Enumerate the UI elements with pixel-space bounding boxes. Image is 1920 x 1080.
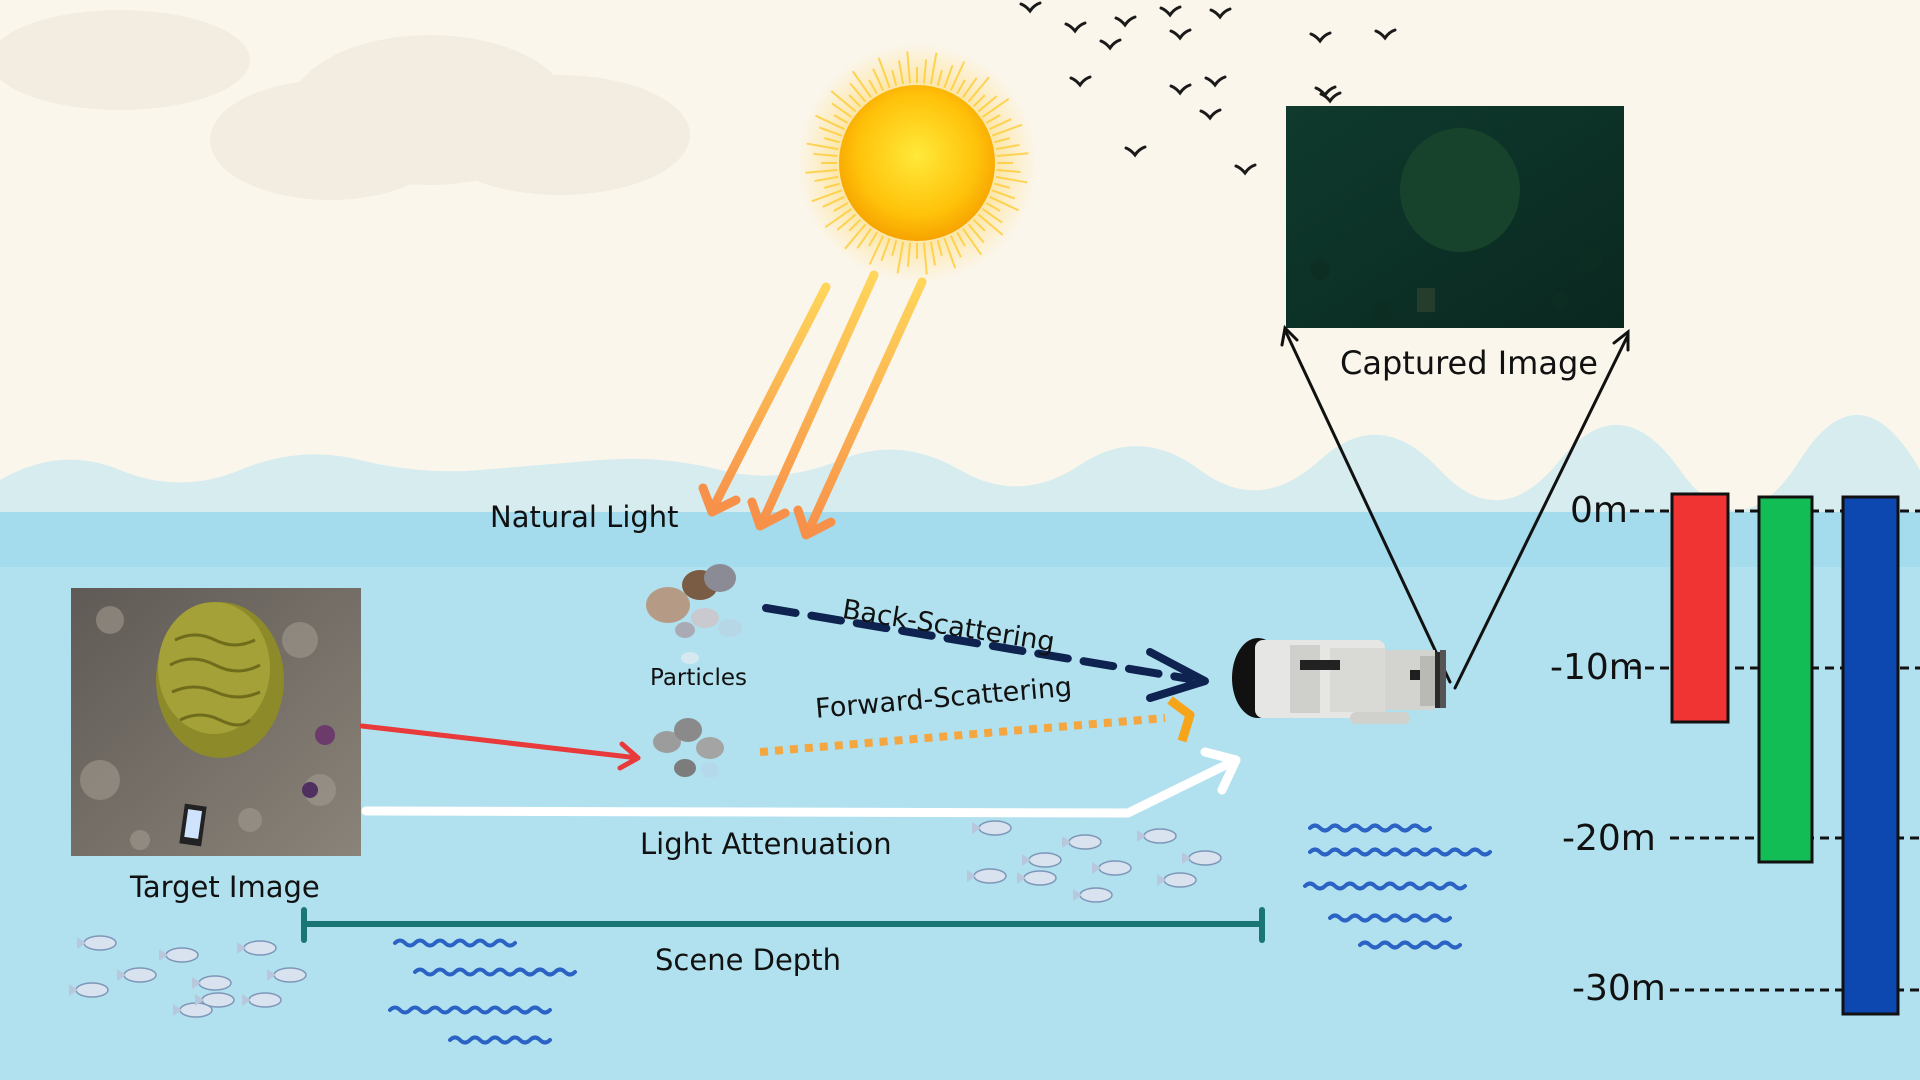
- scene-depth-bar: [301, 907, 1265, 943]
- bird-icon: [1209, 7, 1232, 20]
- captured-image-label: Captured Image: [1340, 344, 1598, 382]
- fish-icon: [1182, 850, 1222, 866]
- fish-icon: [237, 940, 277, 956]
- bird-icon: [1199, 108, 1222, 121]
- water-surface-band: [0, 512, 1920, 567]
- fish-icon: [972, 820, 1012, 836]
- fish-icon: [267, 967, 307, 983]
- sun-rays: [707, 270, 927, 537]
- scene-depth-label: Scene Depth: [655, 943, 841, 977]
- fish-icon: [69, 982, 109, 998]
- sun-icon: [797, 43, 1037, 283]
- fish-icon: [1062, 834, 1102, 850]
- camera-icon: [1232, 638, 1446, 724]
- fish-icon: [1073, 887, 1113, 903]
- fish-icon: [242, 992, 282, 1008]
- blue-channel-bar: [1841, 495, 1900, 1016]
- forward-scattering-arrow: [759, 696, 1195, 756]
- fish-icon: [159, 947, 199, 963]
- captured-image-photo: [1286, 106, 1624, 328]
- fish-icon: [173, 1002, 213, 1018]
- bird-icon: [1069, 75, 1092, 88]
- bird-icon: [1169, 83, 1192, 96]
- bird-icon: [1309, 31, 1332, 44]
- back-scattering-arrow: [762, 604, 1209, 702]
- fish-icon: [1157, 872, 1197, 888]
- bird-icon: [1204, 75, 1227, 88]
- bird-icon: [1064, 21, 1087, 34]
- light-attenuation-label: Light Attenuation: [640, 827, 892, 861]
- bird-icon: [1234, 163, 1257, 176]
- bird-icon: [1019, 1, 1042, 14]
- sun-ray-arrowheads: [698, 483, 836, 540]
- fish-school: [69, 820, 1222, 1018]
- light-attenuation-arrow: [361, 747, 1241, 818]
- particles-label: Particles: [650, 665, 747, 691]
- particles-small-icon: [653, 718, 724, 778]
- fish-icon: [195, 992, 235, 1008]
- depth-label-10m: -10m: [1550, 647, 1644, 688]
- red-channel-bar: [1670, 492, 1730, 724]
- depth-label-20m: -20m: [1562, 818, 1656, 859]
- fish-icon: [77, 935, 117, 951]
- fish-icon: [1022, 852, 1062, 868]
- fish-icon: [117, 967, 157, 983]
- fish-icon: [1137, 828, 1177, 844]
- clouds: [0, 10, 690, 200]
- bird-icon: [1319, 91, 1342, 104]
- depth-label-30m: -30m: [1572, 968, 1666, 1009]
- target-image-label: Target Image: [130, 870, 320, 904]
- wave-band: [0, 414, 1920, 520]
- fish-icon: [1017, 870, 1057, 886]
- green-channel-bar: [1757, 495, 1814, 864]
- depth-label-0m: 0m: [1570, 490, 1628, 531]
- direct-light-arrow: [359, 723, 641, 771]
- birds: [1019, 1, 1397, 176]
- bird-icon: [1114, 15, 1137, 28]
- natural-light-label: Natural Light: [490, 500, 679, 534]
- bird-icon: [1374, 28, 1397, 41]
- capture-cone: [1280, 324, 1630, 690]
- bird-icon: [1124, 145, 1147, 158]
- fish-icon: [1092, 860, 1132, 876]
- fish-icon: [192, 975, 232, 991]
- water-ripples: [388, 823, 1492, 1045]
- particles-icon: [646, 564, 742, 664]
- bird-icon: [1099, 38, 1122, 51]
- bird-icon: [1159, 5, 1182, 18]
- fish-icon: [967, 868, 1007, 884]
- bird-icon: [1169, 28, 1192, 41]
- target-image-photo: [71, 588, 361, 856]
